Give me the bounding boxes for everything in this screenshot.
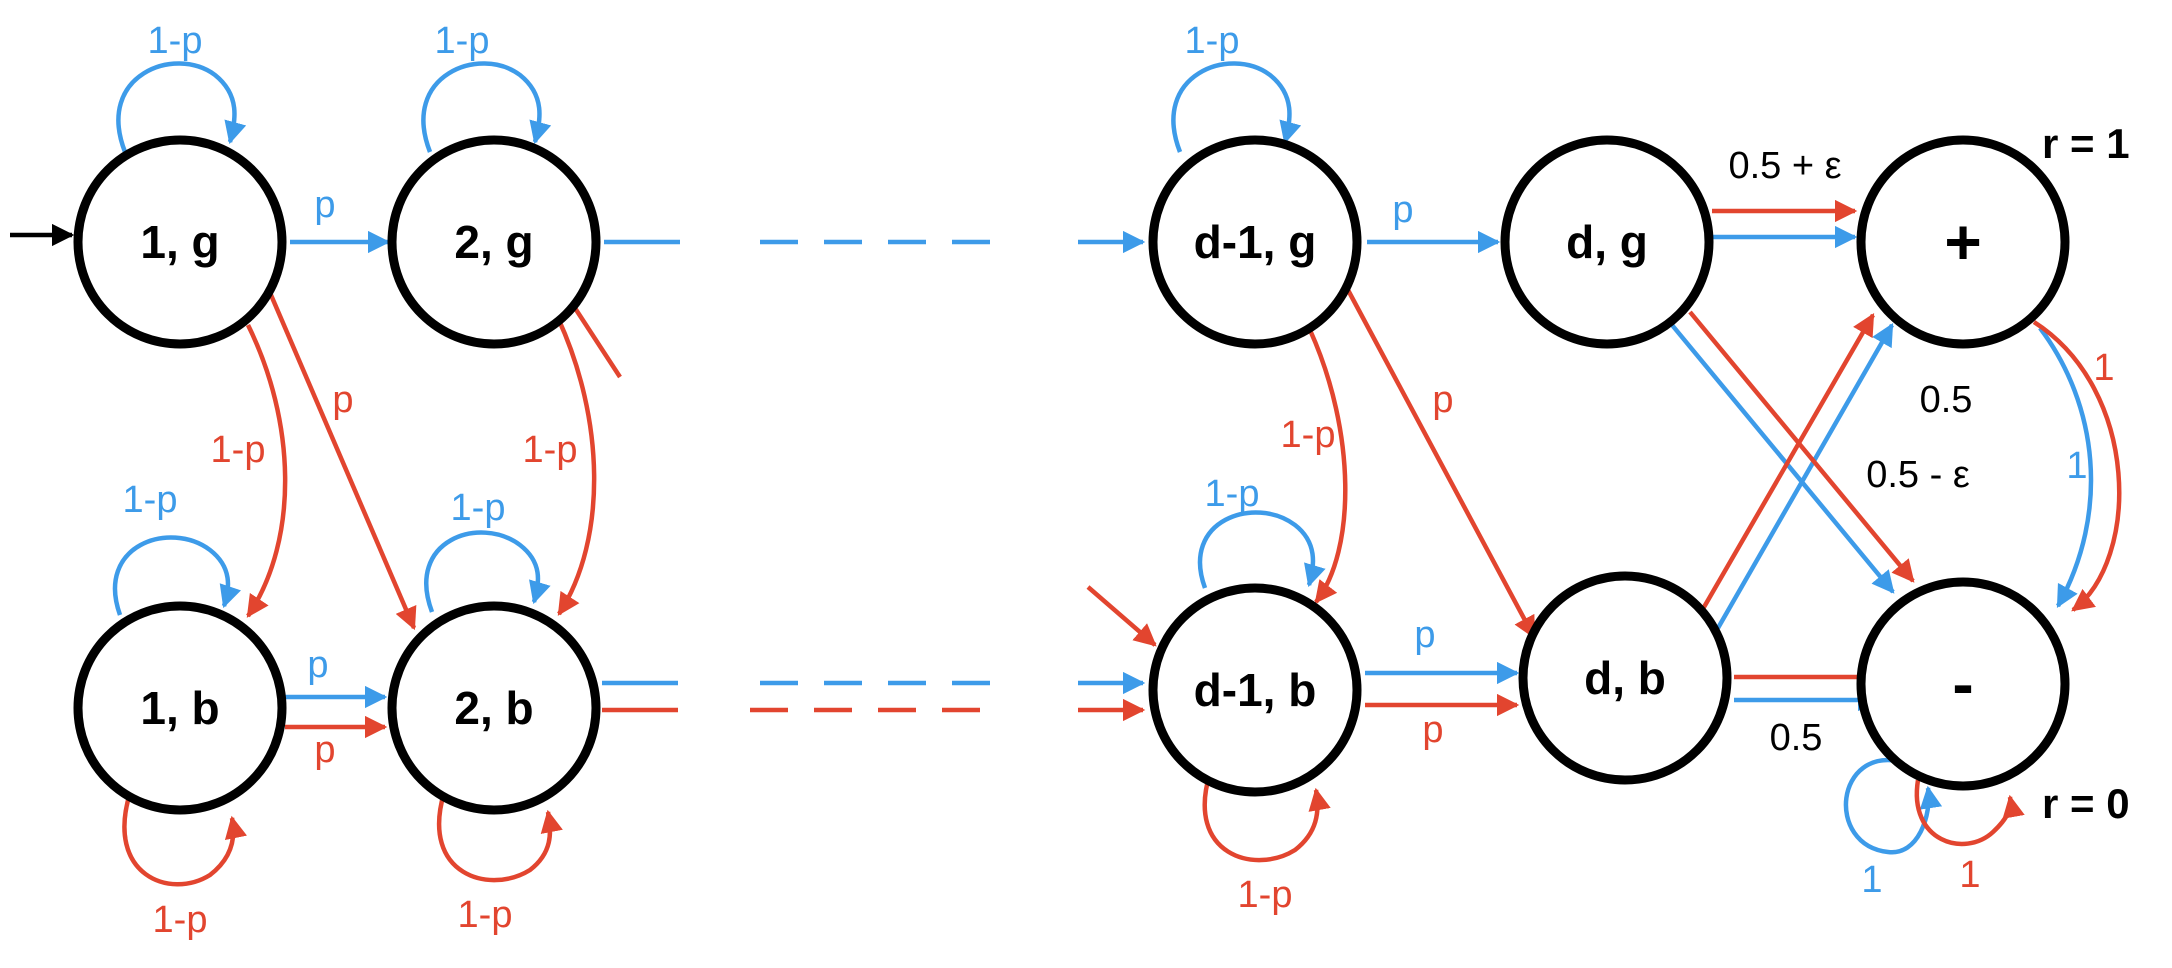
label-dg-plus: 0.5 + ε: [1728, 145, 1841, 187]
edge-plus-minus-blue: [2038, 326, 2094, 608]
label-dm1g-dg: p: [1392, 189, 1413, 231]
blue-edges: [112, 61, 2094, 855]
state-2b-label: 2, b: [454, 682, 533, 734]
label-loop-dm1b-red: 1-p: [1238, 874, 1293, 916]
state-2b: 2, b: [387, 601, 601, 815]
state-dg-label: d, g: [1566, 216, 1648, 268]
state-1b-label: 1, b: [140, 682, 219, 734]
edge-dg-minus-red: [1688, 310, 1915, 583]
edge-db-plus-blue: [1716, 323, 1894, 630]
state-dm1b-label: d-1, b: [1194, 664, 1317, 716]
red-labels: 1-p p 1-p 1-p p 1 p p 1-p 1-p 1-p 1: [153, 347, 2115, 941]
label-dm1b-db-blue: p: [1414, 614, 1435, 656]
state-1g-label: 1, g: [140, 216, 219, 268]
label-dm1g-dm1b: 1-p: [1281, 414, 1336, 456]
self-loop-dm1g: [1171, 61, 1302, 153]
state-dm1g: d-1, g: [1148, 135, 1362, 349]
label-loop-2g: 1-p: [435, 20, 490, 62]
edge-plus-minus-red: [2032, 320, 2122, 612]
label-1b-2b-blue: p: [307, 644, 328, 686]
reward-minus-label: r = 0: [2042, 780, 2130, 827]
state-db-label: d, b: [1584, 652, 1666, 704]
state-minus: -: [1856, 577, 2070, 791]
self-loop-dm1b-blue: [1197, 510, 1326, 589]
state-1g: 1, g: [73, 135, 287, 349]
self-loop-2b-red: [436, 792, 563, 883]
label-dm1g-db: p: [1432, 379, 1453, 421]
edge-db-plus-red: [1698, 313, 1875, 616]
label-1g-2b: p: [332, 379, 353, 421]
red-edges: [122, 199, 2122, 887]
label-half-minus-eps: 0.5 - ε: [1866, 454, 1970, 496]
black-labels: 0.5 + ε 0.5 0.5 - ε 0.5: [1728, 145, 1972, 759]
label-loop-1b-red: 1-p: [153, 899, 208, 941]
label-half-lower: 0.5: [1770, 717, 1823, 759]
self-loop-2g: [421, 61, 552, 153]
label-half-upper: 0.5: [1920, 379, 1973, 421]
self-loop-dm1b-red: [1202, 772, 1331, 863]
state-dg: d, g: [1500, 135, 1714, 349]
self-loop-minus-red: [1914, 779, 2025, 847]
state-plus-label: +: [1944, 206, 1981, 278]
label-dm1b-db-red: p: [1422, 709, 1443, 751]
label-2g-2b: 1-p: [523, 429, 578, 471]
label-loop-2b: 1-p: [451, 487, 506, 529]
edge-dm1g-db: [1346, 288, 1536, 639]
label-plus-minus-blue: 1: [2066, 445, 2087, 487]
label-1g-2g: p: [314, 184, 335, 226]
state-minus-label: -: [1952, 648, 1973, 720]
edge-dm1g-dm1b: [1307, 329, 1348, 604]
reward-plus-label: r = 1: [2042, 120, 2130, 167]
edge-dg-minus-blue: [1670, 323, 1895, 594]
edge-2g-stub: [571, 303, 622, 379]
edge-2g-2b: [555, 317, 597, 616]
label-1g-1b: 1-p: [211, 429, 266, 471]
label-loop-minus-blue: 1: [1861, 859, 1882, 901]
label-loop-dm1b: 1-p: [1205, 473, 1260, 515]
edge-1g-1b: [245, 324, 288, 618]
self-loop-2b-blue: [424, 530, 551, 613]
edge-diag-in-dm1b: [1086, 585, 1157, 647]
label-loop-1b: 1-p: [123, 479, 178, 521]
state-dm1b: d-1, b: [1148, 583, 1362, 797]
self-loop-1b-blue: [112, 535, 242, 616]
label-plus-minus-red: 1: [2093, 347, 2114, 389]
state-2g: 2, g: [387, 135, 601, 349]
edge-1g-2b: [265, 287, 417, 631]
label-loop-minus-red: 1: [1959, 854, 1980, 896]
self-loop-1b-red: [122, 792, 247, 887]
state-db: d, b: [1518, 571, 1732, 785]
label-loop-1g: 1-p: [148, 20, 203, 62]
label-loop-dm1g: 1-p: [1185, 20, 1240, 62]
state-dm1g-label: d-1, g: [1194, 216, 1317, 268]
blue-labels: 1-p 1-p 1-p p p 1-p 1-p 1-p p p 1 1: [123, 20, 2088, 901]
label-1b-2b-red: p: [314, 729, 335, 771]
state-1b: 1, b: [73, 601, 287, 815]
label-loop-2b-red: 1-p: [458, 894, 513, 936]
state-plus: +: [1856, 135, 2070, 349]
state-2g-label: 2, g: [454, 216, 533, 268]
self-loop-1g: [116, 61, 247, 153]
